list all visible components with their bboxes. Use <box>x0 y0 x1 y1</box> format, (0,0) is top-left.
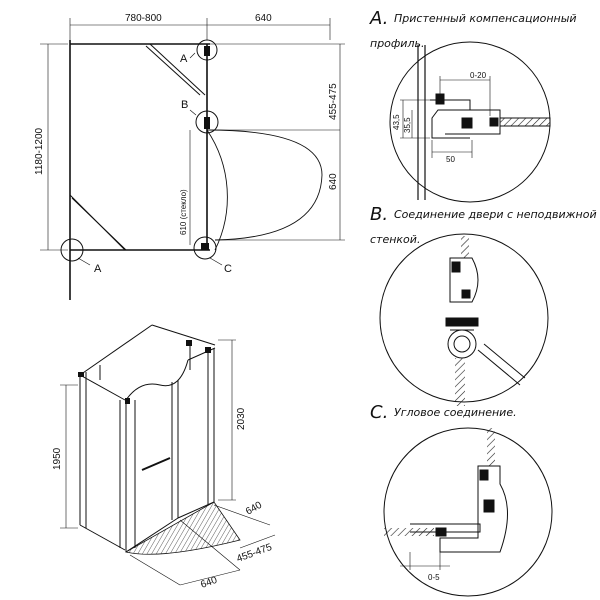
plan-dim-glass: 610 (стекло) <box>179 189 188 235</box>
iso-dim-height-right: 2030 <box>236 407 247 430</box>
detail-a-drawing <box>389 41 551 203</box>
detail-a-caption-1: Пристенный компенсационный <box>394 12 577 25</box>
detail-c-drawing <box>383 427 553 597</box>
plan-dim-right-upper: 455-475 <box>328 83 339 120</box>
detail-c-letter: C. <box>370 402 388 423</box>
detail-c-caption-1: Угловое соединение. <box>394 406 517 419</box>
detail-a-dim-h1: 43,5 <box>392 114 401 130</box>
plan-dim-left: 1180-1200 <box>34 127 45 175</box>
detail-a-caption-2: профиль. <box>370 37 424 50</box>
plan-marker-c: C <box>224 263 232 275</box>
plan-fittings <box>201 46 210 250</box>
iso-fittings <box>78 340 211 404</box>
plan-view <box>40 18 345 300</box>
plan-dim-top-left: 780-800 <box>125 13 162 24</box>
plan-dim-top-right: 640 <box>255 13 272 24</box>
iso-dim-height-left: 1950 <box>52 447 63 470</box>
plan-marker-b: B <box>181 99 188 111</box>
detail-a-dim-gap: 0-20 <box>470 71 487 80</box>
detail-b-caption-1: Соединение двери с неподвижной <box>394 208 597 221</box>
detail-b-letter: B. <box>370 204 388 225</box>
isometric-view <box>60 324 276 586</box>
detail-b-drawing <box>379 233 549 406</box>
detail-b-caption-2: стенкой. <box>370 233 420 246</box>
iso-dim-depth: 640 <box>244 500 264 518</box>
detail-a-dim-w: 50 <box>446 155 455 164</box>
iso-dim-offset: 455-475 <box>235 542 274 565</box>
detail-c-dim-gap: 0-5 <box>428 573 440 582</box>
plan-marker-a-bottom: A <box>94 263 102 275</box>
plan-dim-right-lower: 640 <box>328 173 339 190</box>
iso-dim-width: 640 <box>199 575 219 591</box>
detail-a-dim-h2: 35,5 <box>403 117 412 133</box>
detail-a-letter: A. <box>369 8 388 29</box>
plan-marker-a-top: A <box>180 53 188 65</box>
